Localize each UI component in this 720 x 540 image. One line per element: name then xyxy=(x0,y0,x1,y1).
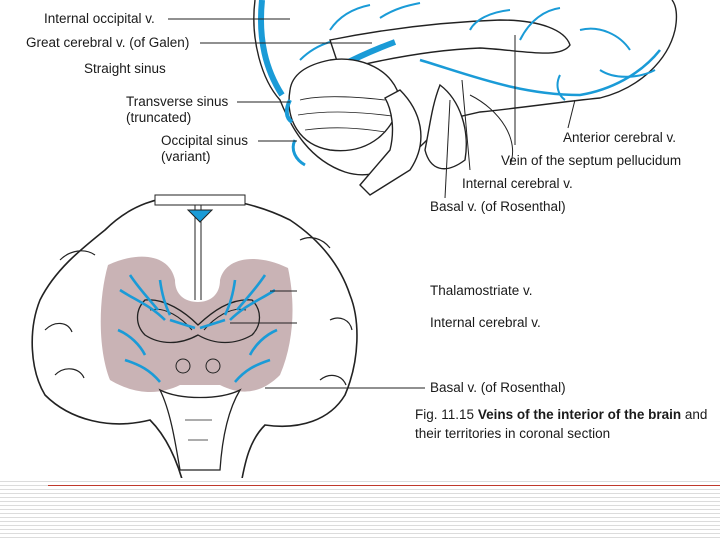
label-occipital-sinus: Occipital sinus xyxy=(161,133,248,149)
label-thalamostriate-vein: Thalamostriate v. xyxy=(430,283,533,299)
coronal-section xyxy=(32,195,357,490)
figure-caption: Fig. 11.15 Veins of the interior of the … xyxy=(415,406,715,443)
anterior-cerebral-vein xyxy=(420,50,660,95)
label-great-cerebral-vein: Great cerebral v. (of Galen) xyxy=(26,35,189,51)
footer-stripes xyxy=(0,478,720,540)
label-basal-vein-top: Basal v. (of Rosenthal) xyxy=(430,199,566,215)
caption-fig-number: Fig. 11.15 xyxy=(415,407,474,422)
label-transverse-sinus: Transverse sinus xyxy=(126,94,228,110)
footer-accent-line xyxy=(48,485,720,486)
label-occipital-sinus-note: (variant) xyxy=(161,149,211,165)
label-internal-occipital-vein: Internal occipital v. xyxy=(44,11,155,27)
label-internal-cerebral-vein-top: Internal cerebral v. xyxy=(462,176,573,192)
caption-bold-text: Veins of the interior of the brain xyxy=(478,407,681,422)
label-septum-pellucidum-vein: Vein of the septum pellucidum xyxy=(501,153,681,169)
label-internal-cerebral-vein-bottom: Internal cerebral v. xyxy=(430,315,541,331)
label-basal-vein-bottom: Basal v. (of Rosenthal) xyxy=(430,380,566,396)
superior-sagittal-sinus xyxy=(261,0,282,95)
label-transverse-sinus-note: (truncated) xyxy=(126,110,191,126)
label-anterior-cerebral-vein: Anterior cerebral v. xyxy=(563,130,676,146)
label-straight-sinus: Straight sinus xyxy=(84,61,166,77)
cerebellum xyxy=(289,59,400,151)
